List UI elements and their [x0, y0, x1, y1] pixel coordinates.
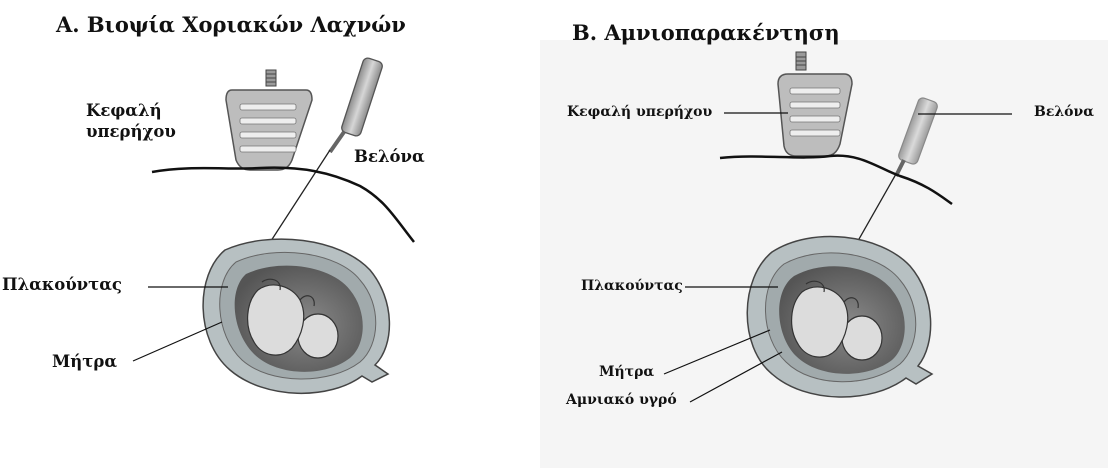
label-ultrasound-head-a: Κεφαλή υπερήχου [86, 101, 176, 142]
label-needle-a: Βελόνα [354, 147, 425, 168]
pointer-uterus-a [133, 322, 222, 361]
label-ultrasound-head-a-line1: Κεφαλή [86, 101, 176, 122]
label-placenta-a: Πλακούντας [2, 275, 122, 296]
panel-b-title: B. Αμνιοπαρακέντηση [572, 20, 840, 45]
ultrasound-probe-a [226, 70, 312, 170]
label-placenta-b: Πλακούντας [581, 278, 683, 296]
label-amniotic-fluid-b: Αμνιακό υγρό [566, 392, 677, 410]
panel-a-title: A. Βιοψία Χοριακών Λαχνών [56, 12, 406, 37]
label-ultrasound-head-b: Κεφαλή υπερήχου [567, 104, 712, 122]
label-uterus-a: Μήτρα [52, 352, 117, 373]
label-ultrasound-head-a-line2: υπερήχου [86, 122, 176, 143]
uterus-b [747, 236, 932, 397]
skin-surface-a [152, 168, 414, 242]
label-uterus-b: Μήτρα [599, 364, 654, 382]
uterus-a [203, 239, 389, 393]
label-needle-b: Βελόνα [1034, 104, 1094, 122]
